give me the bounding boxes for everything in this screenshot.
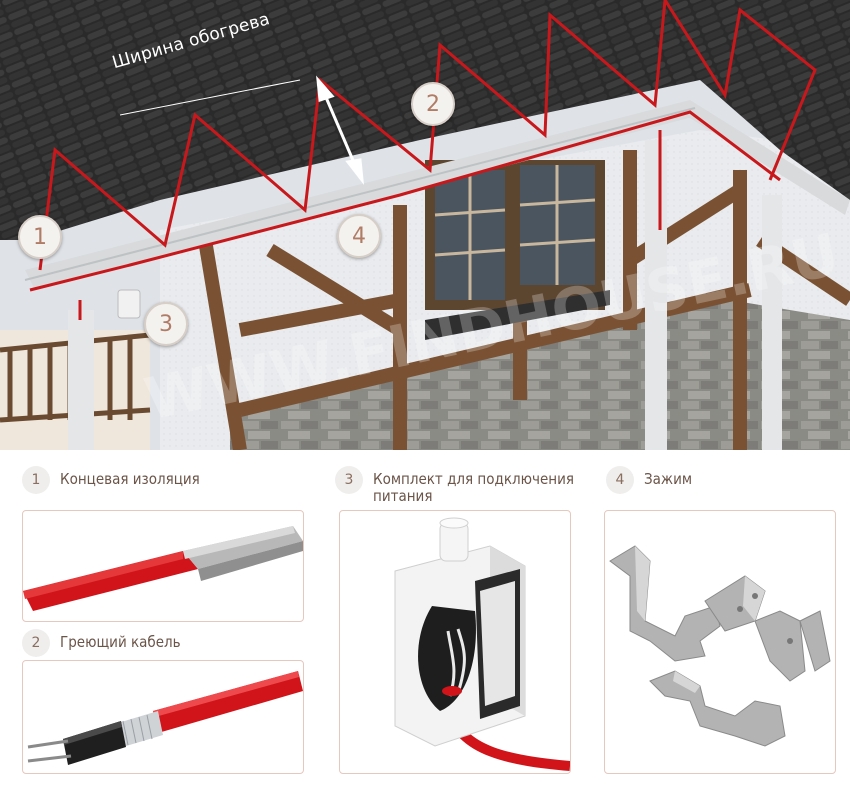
house-scene: WWW.FINDHOUSE.RU [0,0,850,450]
junction-box [117,289,141,319]
gutter [25,100,700,290]
heating-cable-image [22,660,304,774]
end-insulation-image [22,510,304,622]
heating-cable-roof [38,0,817,271]
callout-2: 2 [411,82,455,126]
legend-item-4: 4 Зажим [606,466,692,494]
legend-label-end-insulation: Концевая изоляция [60,470,200,488]
callout-3: 3 [144,302,188,346]
legend-number-4: 4 [606,466,634,494]
legend-number-3: 3 [335,466,363,494]
legend-item-2: 2 Греющий кабель [22,629,181,657]
legend-label-clamp: Зажим [644,470,693,488]
downpipe-left [68,310,94,450]
callout-4: 4 [337,214,381,258]
roof-heating-illustration: WWW.FINDHOUSE.RU Ширина обогрева 1 2 3 4 [0,0,850,450]
legend-number-1: 1 [22,466,50,494]
window [425,160,610,340]
power-kit-image [339,510,571,774]
roof [0,0,700,240]
legend-item-3: 3 Комплект для подключения питания [335,466,585,505]
clamp-image [604,510,836,774]
heating-width-arrow [119,75,365,186]
callout-1: 1 [18,215,62,259]
legend-label-power-kit: Комплект для подключения питания [373,470,574,505]
heating-cable-gutter [29,110,781,292]
legend-label-heating-cable: Греющий кабель [60,633,181,651]
downpipe-right [762,195,782,450]
legend-item-1: 1 Концевая изоляция [22,466,200,494]
legend-number-2: 2 [22,629,50,657]
roof-side [700,0,850,200]
stone-base [230,300,850,450]
